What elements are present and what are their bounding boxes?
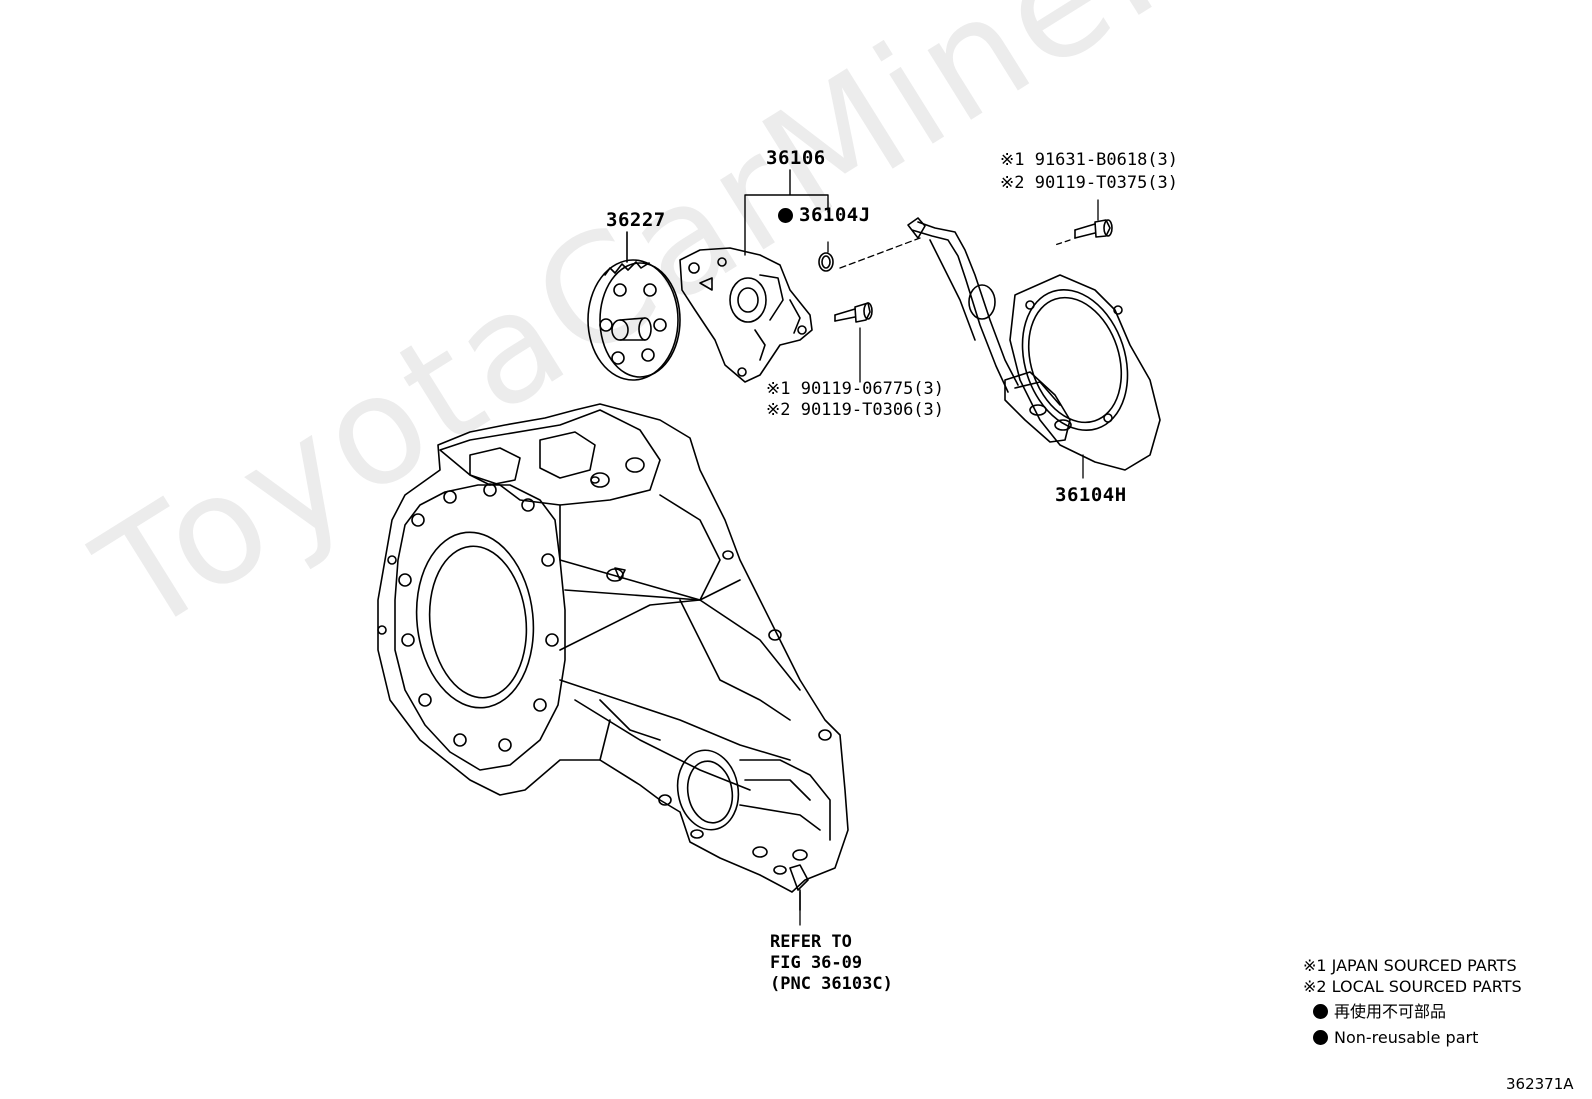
label-bolt-a-japan[interactable]: ※1 91631-B0618(3) xyxy=(1000,150,1179,170)
bolt-91631-b0618 xyxy=(1054,199,1113,246)
label-bolt-a-local[interactable]: ※2 90119-T0375(3) xyxy=(1000,173,1179,193)
label-36104j[interactable]: 36104J xyxy=(778,205,871,225)
transfer-case-housing xyxy=(377,403,849,911)
non-reusable-dot-icon xyxy=(1313,1030,1328,1045)
legend-local-sourced: ※2 LOCAL SOURCED PARTS xyxy=(1303,977,1522,996)
legend-non-reusable-en: Non-reusable part xyxy=(1313,1027,1478,1048)
label-36227[interactable]: 36227 xyxy=(606,209,666,231)
label-bolt-b-japan[interactable]: ※1 90119-06775(3) xyxy=(766,379,945,399)
legend-japan-sourced: ※1 JAPAN SOURCED PARTS xyxy=(1303,956,1517,975)
oil-tube-plate-36104h xyxy=(907,217,1161,479)
refer-text-line1[interactable]: REFER TO xyxy=(770,932,852,952)
bolt-90119-06775 xyxy=(834,302,873,383)
oil-pump-36106 xyxy=(679,247,813,383)
label-36106[interactable]: 36106 xyxy=(766,147,826,169)
non-reusable-dot-icon xyxy=(778,208,793,223)
non-reusable-dot-icon xyxy=(1313,1004,1328,1019)
refer-text-line2[interactable]: FIG 36-09 xyxy=(770,953,863,973)
callout-bracket-36106 xyxy=(744,169,829,256)
o-ring-36104j xyxy=(818,237,921,272)
label-bolt-b-local[interactable]: ※2 90119-T0306(3) xyxy=(766,400,945,420)
sprocket-36227 xyxy=(587,231,681,381)
legend-non-reusable-jp: 再使用不可部品 xyxy=(1313,1001,1446,1022)
label-36104h[interactable]: 36104H xyxy=(1055,484,1127,506)
figure-id: 362371A xyxy=(1506,1075,1574,1093)
refer-text-line3[interactable]: (PNC 36103C) xyxy=(770,974,893,994)
